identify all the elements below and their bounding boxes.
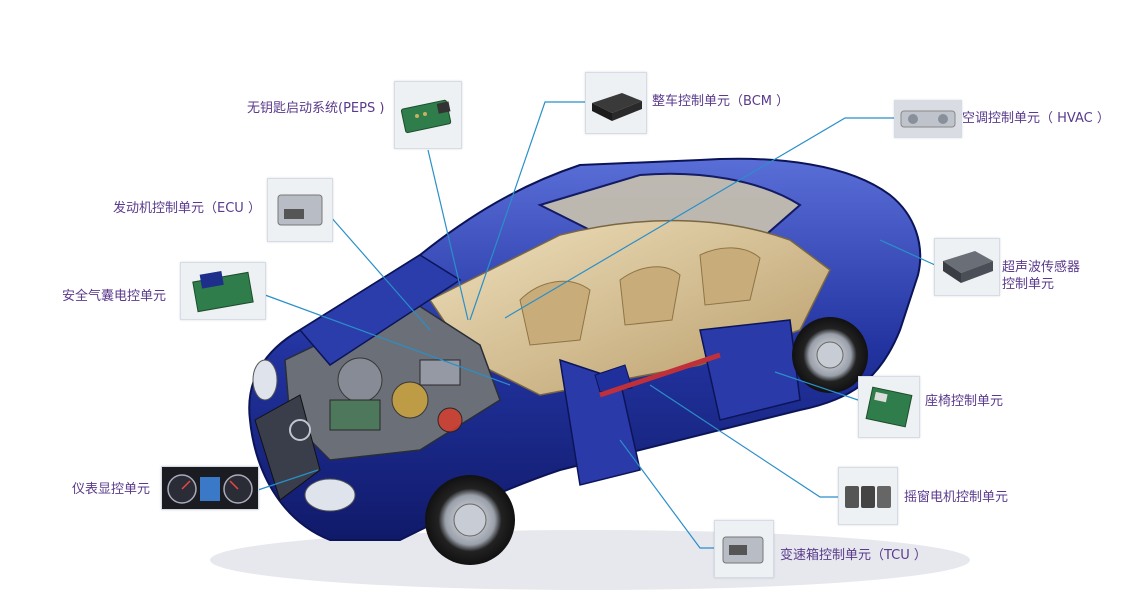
- thumb-airbag: [180, 262, 266, 320]
- thumb-ecu: [267, 178, 333, 242]
- leader-tcu: [619, 439, 714, 549]
- thumb-hvac: [894, 100, 962, 138]
- label-ecu: 发动机控制单元（ECU ）: [113, 201, 261, 216]
- label-peps: 无钥匙启动系统(PEPS ): [247, 101, 385, 116]
- leader-window: [649, 384, 838, 498]
- leader-seat: [774, 371, 859, 401]
- leader-airbag: [264, 294, 511, 386]
- leader-hvac: [504, 117, 895, 319]
- label-cluster: 仪表显控单元: [72, 482, 151, 497]
- tcu-module-icon: [715, 521, 773, 577]
- thumb-bcm: [585, 72, 647, 134]
- instrument-cluster-icon: [162, 467, 258, 509]
- thumb-seat: [858, 376, 920, 438]
- label-tcu: 变速箱控制单元（TCU ）: [780, 548, 927, 563]
- sensor-module-icon: [935, 239, 999, 295]
- label-window: 摇窗电机控制单元: [904, 490, 1009, 505]
- leader-peps: [427, 149, 469, 321]
- thumb-peps: [394, 81, 462, 149]
- leader-cluster: [257, 469, 319, 491]
- leader-ultrasonic: [879, 239, 936, 266]
- label-bcm: 整车控制单元（BCM ）: [652, 94, 790, 109]
- hvac-control-panel-icon: [895, 101, 961, 137]
- window-switch-icon: [839, 468, 897, 524]
- label-seat: 座椅控制单元: [925, 394, 1004, 409]
- silver-ecu-module-icon: [268, 179, 332, 241]
- label-airbag: 安全气囊电控单元: [62, 289, 167, 304]
- label-ultrasonic-line2: 控制单元: [1002, 277, 1055, 292]
- leader-bcm: [469, 101, 585, 321]
- thumb-cluster: [161, 466, 259, 510]
- seat-circuit-board-icon: [859, 377, 919, 437]
- thumb-window: [838, 467, 898, 525]
- black-control-box-icon: [586, 73, 646, 133]
- thumb-ultrasonic: [934, 238, 1000, 296]
- airbag-circuit-board-icon: [181, 263, 265, 319]
- thumb-tcu: [714, 520, 774, 578]
- leader-ecu: [329, 215, 431, 331]
- green-circuit-board-icon: [395, 82, 461, 148]
- label-ultrasonic-line1: 超声波传感器: [1002, 260, 1081, 275]
- label-hvac: 空调控制单元（ HVAC ）: [962, 111, 1110, 126]
